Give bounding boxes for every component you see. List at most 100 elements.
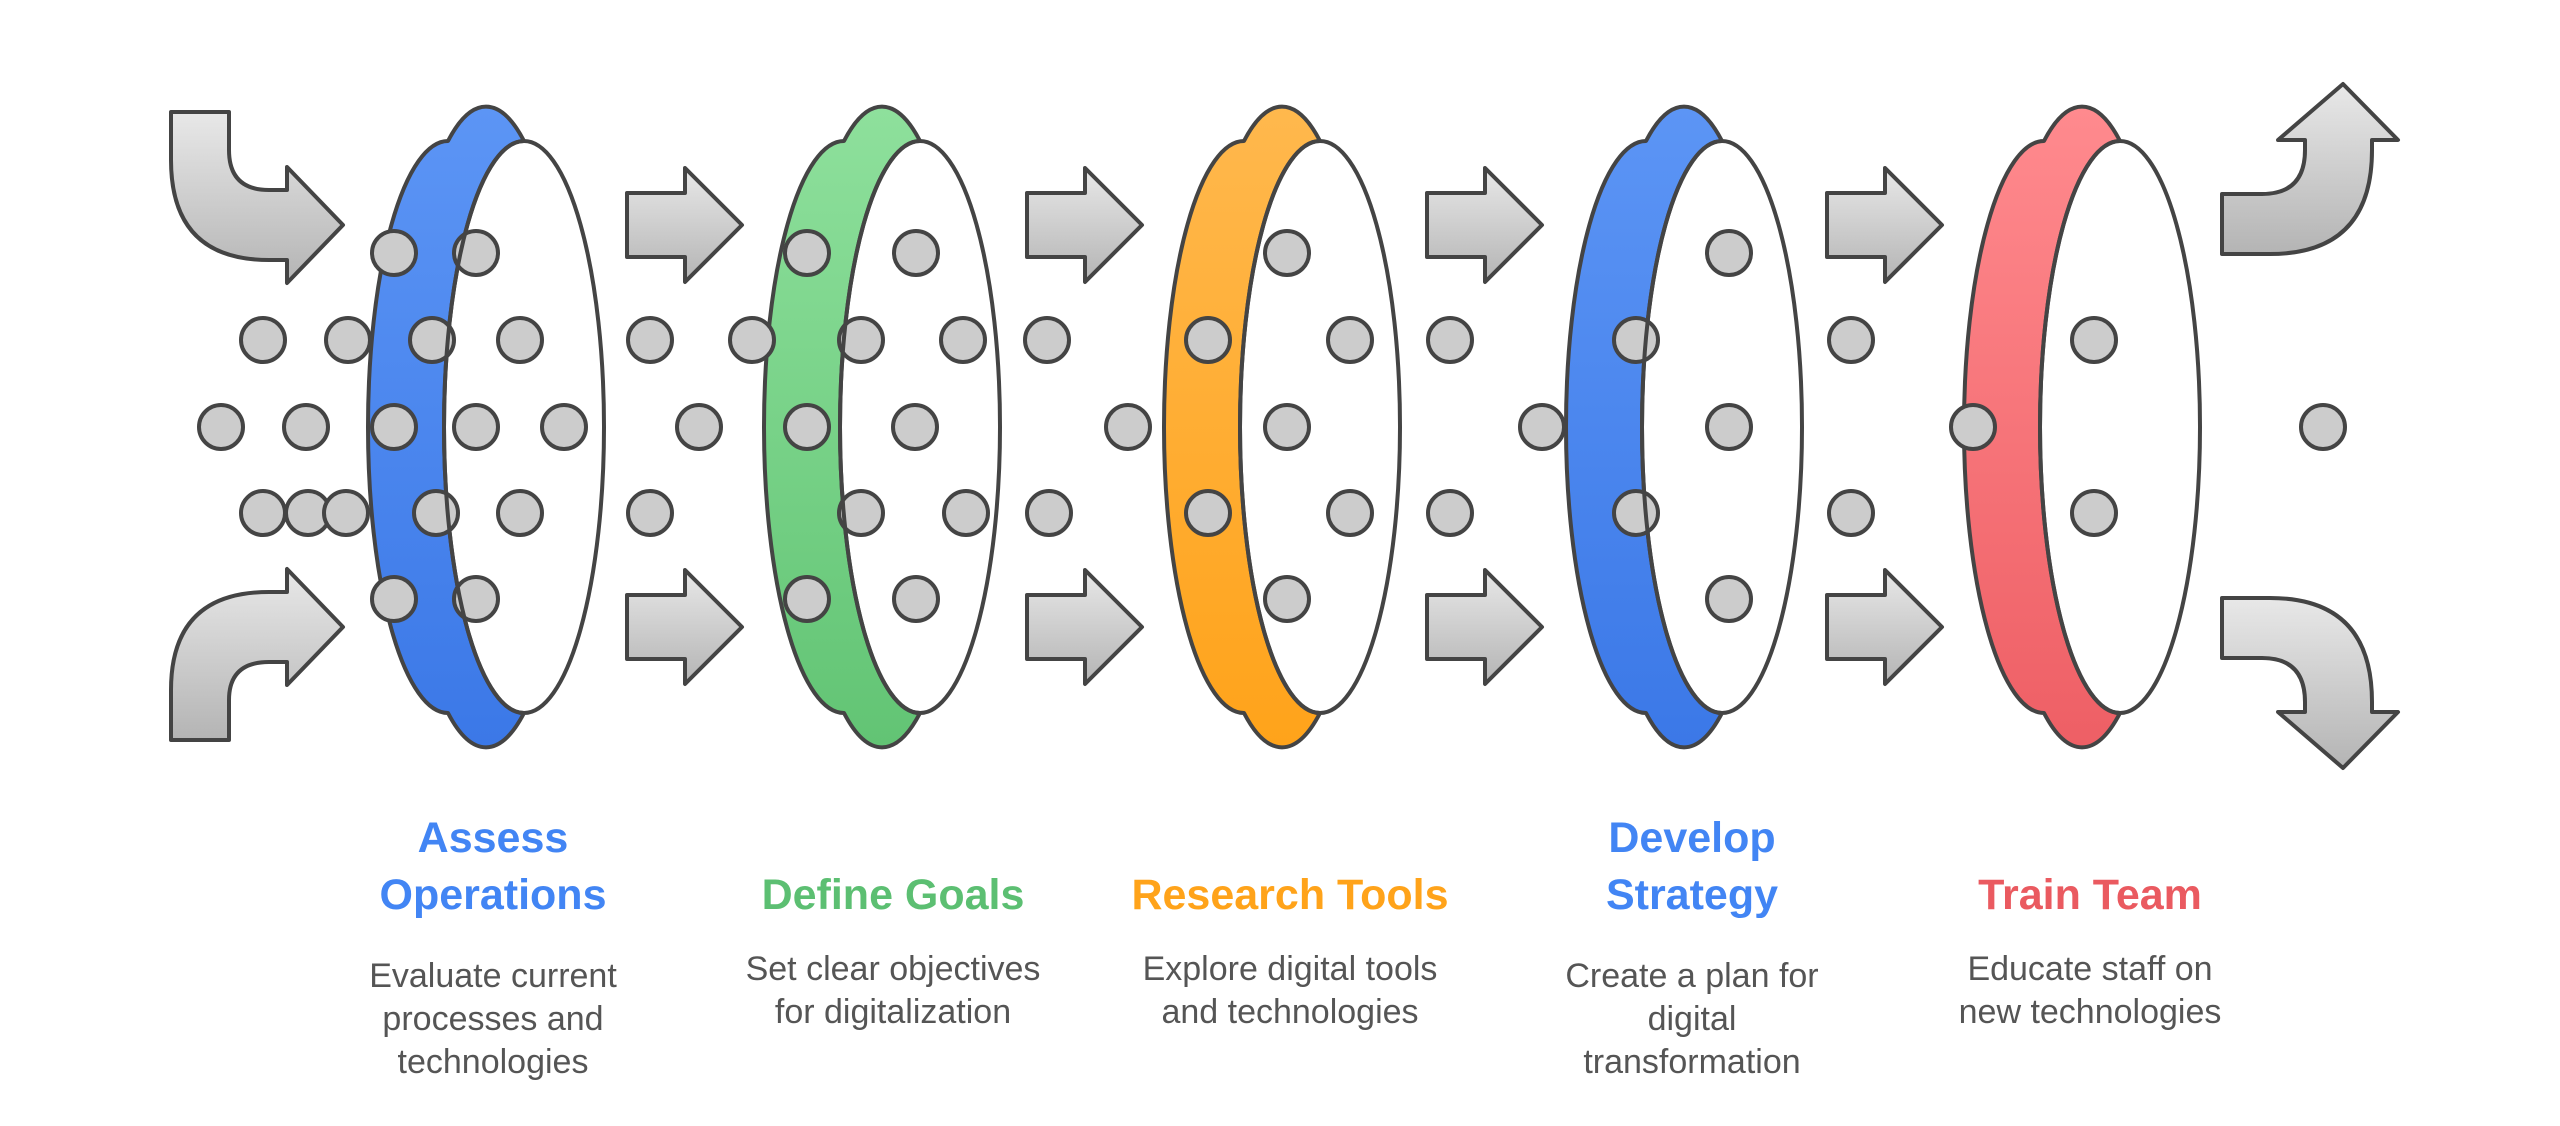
- particle-dot: [1263, 229, 1311, 277]
- stage-description-line: Educate staff on: [1967, 950, 2213, 988]
- particle-dot: [1705, 229, 1753, 277]
- stage-title-line: Strategy: [1605, 871, 1779, 919]
- stage-title-line: Research Tools: [1131, 871, 1449, 919]
- particle-dot: [322, 489, 370, 537]
- particle-dot: [239, 489, 287, 537]
- stage-description: Set clear objectives for digitalization: [723, 948, 1063, 1034]
- particle-dot: [496, 316, 544, 364]
- curved-arrow-in-top-icon: [169, 110, 345, 285]
- particle-dot: [783, 403, 831, 451]
- particle-dot: [452, 575, 500, 623]
- stage-description-line: for digitalization: [774, 993, 1012, 1031]
- particle-dot: [1705, 575, 1753, 623]
- particle-dot: [496, 489, 544, 537]
- particle-dot: [1184, 316, 1232, 364]
- ring-band: [1962, 104, 2202, 750]
- stage-title-line: Train Team: [1978, 871, 2202, 919]
- particle-dot: [837, 489, 885, 537]
- ring-front-edge: [838, 139, 921, 715]
- stage-description-line: new technologies: [1958, 993, 2222, 1031]
- ring-front-edge: [1238, 139, 1321, 715]
- stage-description-line: Explore digital tools: [1142, 950, 1438, 988]
- particle-dot: [1949, 403, 1997, 451]
- stage-description: Educate staff on new technologies: [1920, 948, 2260, 1034]
- particle-dot: [1263, 575, 1311, 623]
- arrow-right-icon: [1025, 568, 1144, 686]
- particle-dot: [370, 575, 418, 623]
- ring-band: [366, 104, 606, 750]
- particle-dot: [1326, 316, 1374, 364]
- arrow-right-icon: [625, 568, 744, 686]
- particle-dot: [783, 575, 831, 623]
- particle-dot: [1426, 316, 1474, 364]
- stage-description-line: processes and: [382, 1000, 604, 1038]
- stage-title: Develop Strategy: [1522, 810, 1862, 924]
- arrow-right-icon: [1425, 568, 1544, 686]
- particle-dot: [540, 403, 588, 451]
- particle-dot: [2070, 316, 2118, 364]
- particle-dot: [452, 403, 500, 451]
- arrow-right-icon: [1425, 166, 1544, 284]
- ring-front-edge: [1640, 139, 1723, 715]
- particle-dot: [1326, 489, 1374, 537]
- stage-description-line: Create a plan for: [1565, 957, 1819, 995]
- stage-title-line: Operations: [379, 871, 607, 919]
- arrow-right-icon: [625, 166, 744, 284]
- particle-dot: [891, 403, 939, 451]
- stage-description-line: and technologies: [1161, 993, 1419, 1031]
- particle-dot: [197, 403, 245, 451]
- stage-description: Explore digital tools and technologies: [1120, 948, 1460, 1034]
- particle-dot: [1104, 403, 1152, 451]
- particle-dot: [1705, 403, 1753, 451]
- ring-front-edge: [442, 139, 525, 715]
- particle-dot: [626, 316, 674, 364]
- particle-dot: [1827, 316, 1875, 364]
- stage-description-line: Set clear objectives: [745, 950, 1041, 988]
- curved-arrow-out-top-icon: [2220, 82, 2400, 256]
- particle-dot: [1023, 316, 1071, 364]
- stage-description-line: technologies: [397, 1043, 589, 1081]
- particle-dot: [675, 403, 723, 451]
- particle-dot: [2070, 489, 2118, 537]
- particle-dot: [783, 229, 831, 277]
- stage-description-line: digital: [1647, 1000, 1737, 1038]
- stage-title: Assess Operations: [323, 810, 663, 924]
- particle-dot: [239, 316, 287, 364]
- particle-dot: [1612, 316, 1660, 364]
- stage-title-line: Define Goals: [761, 871, 1025, 919]
- particle-dot: [412, 489, 460, 537]
- ring-band: [1162, 104, 1402, 750]
- ring-band: [1564, 104, 1804, 750]
- stage-description: Create a plan for digital transformation: [1522, 955, 1862, 1084]
- stage-title: Research Tools: [1120, 867, 1460, 924]
- curved-arrow-out-bottom-icon: [2220, 596, 2400, 770]
- stage-description: Evaluate current processes and technolog…: [323, 955, 663, 1084]
- arrow-right-icon: [1025, 166, 1144, 284]
- particle-dot: [626, 489, 674, 537]
- curved-arrow-in-bottom-icon: [169, 567, 345, 742]
- stage-title: Train Team: [1920, 867, 2260, 924]
- particle-dot: [282, 403, 330, 451]
- particle-dot: [324, 316, 372, 364]
- particle-dot: [370, 229, 418, 277]
- particle-dot: [942, 489, 990, 537]
- arrow-right-icon: [1825, 568, 1944, 686]
- stage-description-line: transformation: [1583, 1043, 1801, 1081]
- particle-dot: [892, 229, 940, 277]
- particle-dot: [1025, 489, 1073, 537]
- stage-description-line: Evaluate current: [369, 957, 617, 995]
- stage-title-line: Assess: [417, 814, 569, 862]
- stage-title-line: Develop: [1608, 814, 1776, 862]
- particle-dot: [728, 316, 776, 364]
- particle-dot: [892, 575, 940, 623]
- particle-dot: [1426, 489, 1474, 537]
- particle-dot: [837, 316, 885, 364]
- particle-dot: [1263, 403, 1311, 451]
- ring-front-edge: [2038, 139, 2121, 715]
- particle-dot: [1827, 489, 1875, 537]
- particle-dot: [1518, 403, 1566, 451]
- particle-dot: [2299, 403, 2347, 451]
- particle-dot: [939, 316, 987, 364]
- stage-title: Define Goals: [723, 867, 1063, 924]
